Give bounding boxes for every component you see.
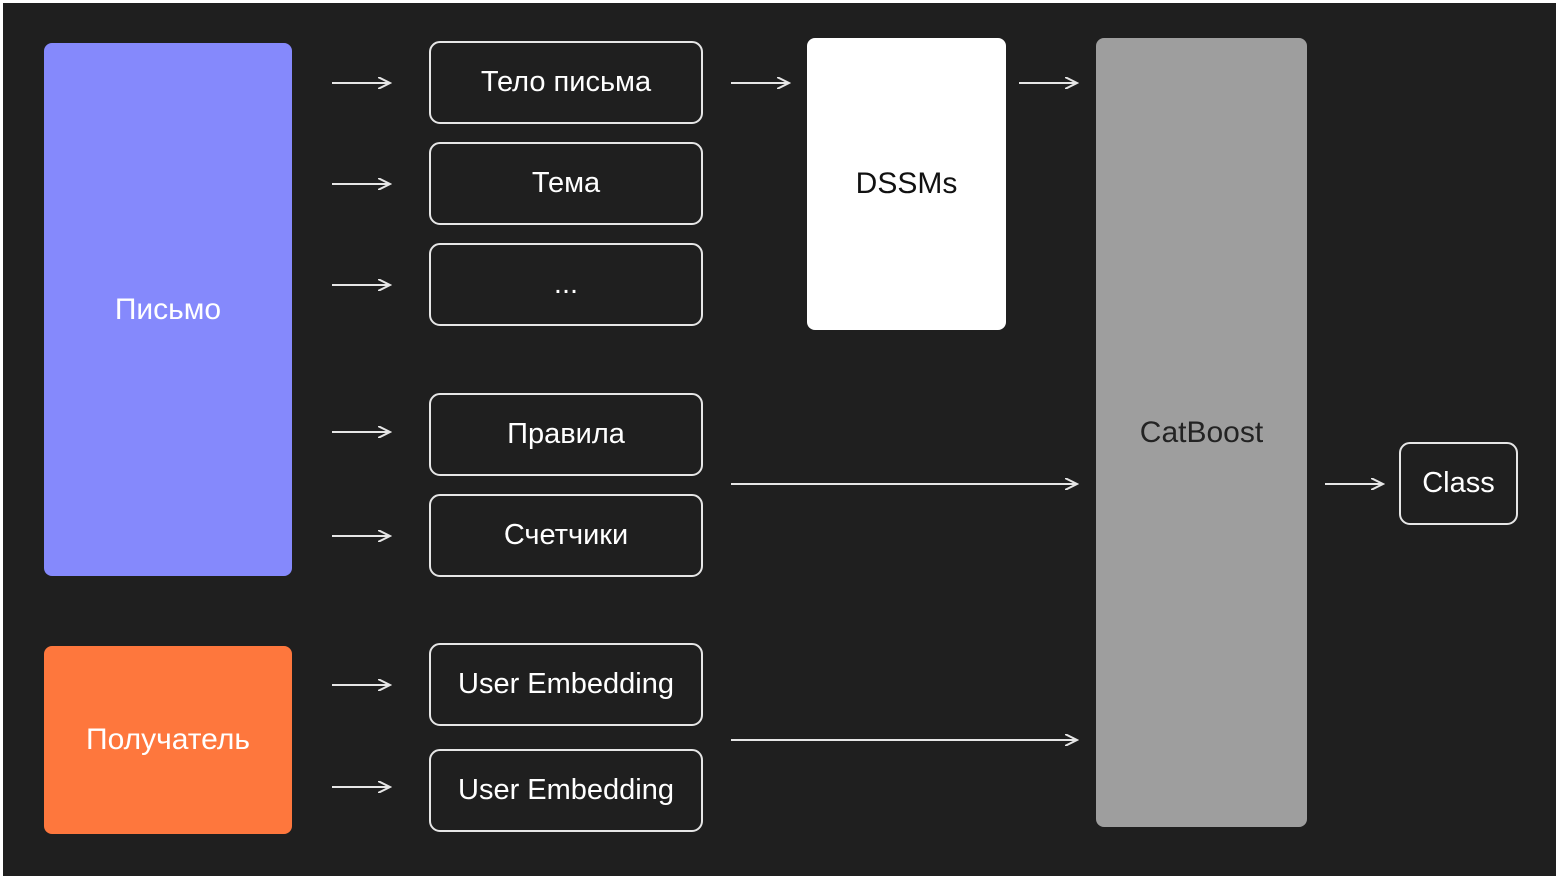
feature-user-embedding-1-label: User Embedding <box>458 668 674 700</box>
model-dssm: DSSMs <box>807 38 1006 330</box>
feature-user-embedding-2-label: User Embedding <box>458 774 674 806</box>
feature-body-label: Тело письма <box>480 66 652 98</box>
feature-rules-label: Правила <box>507 418 625 450</box>
feature-more: ... <box>429 243 703 326</box>
feature-body: Тело письма <box>429 41 703 124</box>
feature-counters: Счетчики <box>429 494 703 577</box>
diagram-canvas: Письмо Получатель Тело письма Тема ... П… <box>3 3 1556 876</box>
arrows-layer <box>332 3 1556 876</box>
feature-rules: Правила <box>429 393 703 476</box>
feature-counters-label: Счетчики <box>503 519 629 551</box>
source-letter-label: Письмо <box>114 292 222 326</box>
source-letter: Письмо <box>44 43 292 576</box>
feature-subject: Тема <box>429 142 703 225</box>
feature-user-embedding-2: User Embedding <box>429 749 703 832</box>
feature-more-label: ... <box>553 268 579 300</box>
model-catboost: CatBoost <box>1096 38 1307 827</box>
source-recipient-label: Получатель <box>86 723 250 756</box>
feature-user-embedding-1: User Embedding <box>429 643 703 726</box>
output-class-label: Class <box>1422 467 1495 499</box>
model-dssm-label: DSSMs <box>855 167 958 200</box>
source-recipient: Получатель <box>44 646 292 834</box>
feature-subject-label: Тема <box>531 167 601 199</box>
output-class: Class <box>1399 442 1518 525</box>
model-catboost-label: CatBoost <box>1139 415 1264 449</box>
